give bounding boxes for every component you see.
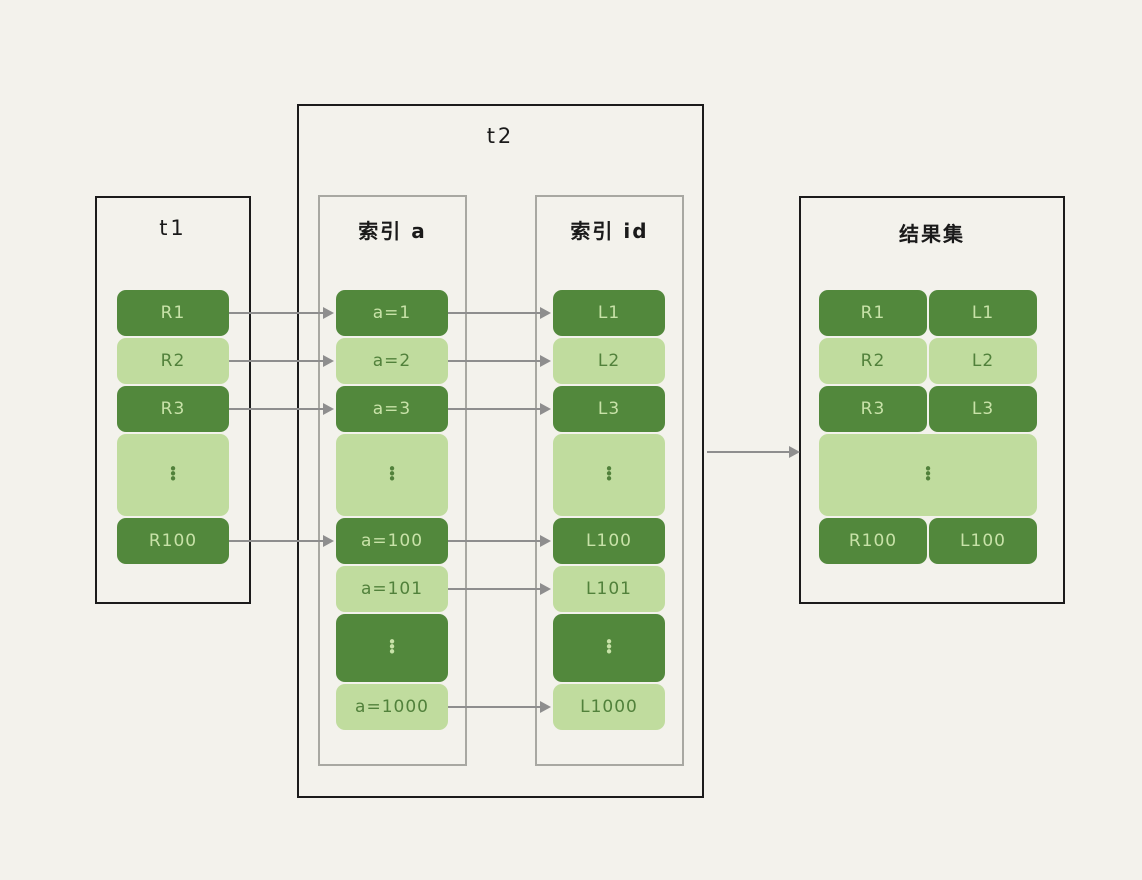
index-a-row-a3: a=3 [336,386,448,432]
ellipsis-icon: ••• [604,459,614,488]
index-id-title: 索引 id [570,219,649,243]
index-a-row-a101: a=101 [336,566,448,612]
arrowhead-r3-to-a3 [323,403,334,415]
connector-a1000-to-l1000 [448,706,540,708]
index-a-row-a2: a=2 [336,338,448,384]
index-a-frame [318,195,467,766]
ellipsis-icon: ••• [604,632,614,661]
result-row-5-left: R100 [819,518,927,564]
index-a-row-ellipsis-2: ••• [336,614,448,682]
t1-frame [95,196,251,604]
arrowhead-r100-to-a100 [323,535,334,547]
connector-r100-to-a100 [229,540,323,542]
index-id-row-ellipsis-1: ••• [553,434,665,516]
index-id-row-ellipsis-2: ••• [553,614,665,682]
ellipsis-icon: ••• [387,459,397,488]
t1-row-r2: R2 [117,338,229,384]
arrowhead-a2-to-l2 [540,355,551,367]
arrowhead-r1-to-a1 [323,307,334,319]
t2-title: t2 [486,124,515,148]
arrowhead-a100-to-l100 [540,535,551,547]
connector-t2-to-result-set [707,451,789,453]
connector-r3-to-a3 [229,408,323,410]
t1-row-ellipsis: ••• [117,434,229,516]
result-row-3-right: L3 [929,386,1037,432]
result-row-5-right: L100 [929,518,1037,564]
connector-a3-to-l3 [448,408,540,410]
result-row-3-left: R3 [819,386,927,432]
arrowhead-a101-to-l101 [540,583,551,595]
connector-r1-to-a1 [229,312,323,314]
arrowhead-t2-to-result-set [789,446,800,458]
t1-row-r3: R3 [117,386,229,432]
index-id-row-l1: L1 [553,290,665,336]
result-set-title: 结果集 [899,222,965,246]
index-id-row-l1000: L1000 [553,684,665,730]
connector-a101-to-l101 [448,588,540,590]
result-row-2-right: L2 [929,338,1037,384]
index-id-row-l100: L100 [553,518,665,564]
arrowhead-r2-to-a2 [323,355,334,367]
index-a-title: 索引 a [358,219,427,243]
connector-r2-to-a2 [229,360,323,362]
ellipsis-icon: ••• [387,632,397,661]
t1-row-r1: R1 [117,290,229,336]
t1-row-r100: R100 [117,518,229,564]
result-row-ellipsis: ••• [819,434,1037,516]
result-set-frame [799,196,1065,604]
result-row-2-left: R2 [819,338,927,384]
index-a-row-a1000: a=1000 [336,684,448,730]
index-id-frame [535,195,684,766]
index-id-row-l2: L2 [553,338,665,384]
t2-frame [297,104,704,798]
index-id-row-l101: L101 [553,566,665,612]
result-row-1-right: L1 [929,290,1037,336]
index-id-row-l3: L3 [553,386,665,432]
t1-title: t1 [159,216,187,240]
ellipsis-icon: ••• [923,459,933,488]
arrowhead-a3-to-l3 [540,403,551,415]
connector-a100-to-l100 [448,540,540,542]
arrowhead-a1-to-l1 [540,307,551,319]
arrowhead-a1000-to-l1000 [540,701,551,713]
connector-a1-to-l1 [448,312,540,314]
connector-a2-to-l2 [448,360,540,362]
result-row-1-left: R1 [819,290,927,336]
index-a-row-a100: a=100 [336,518,448,564]
ellipsis-icon: ••• [168,459,178,488]
index-a-row-ellipsis-1: ••• [336,434,448,516]
index-a-row-a1: a=1 [336,290,448,336]
